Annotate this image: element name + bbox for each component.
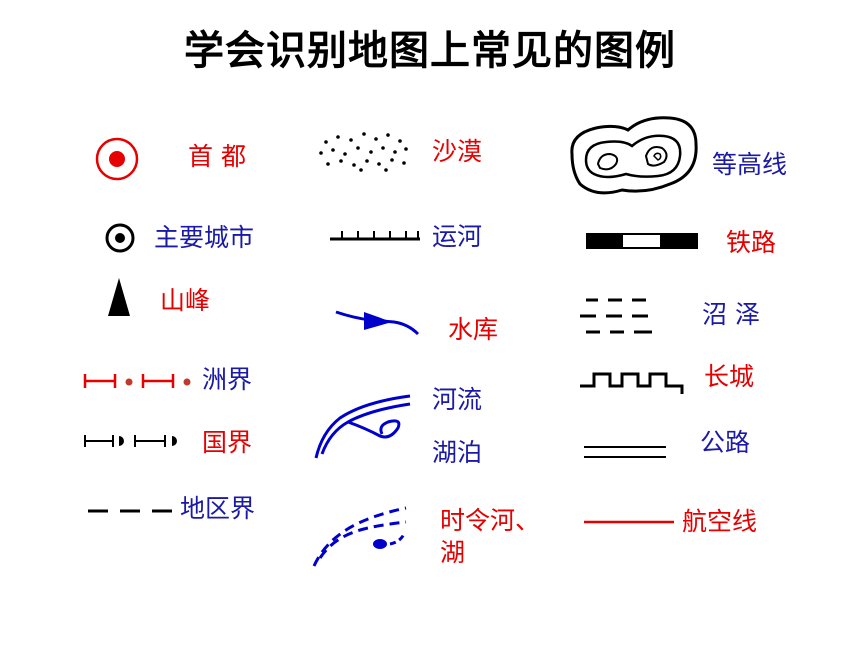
desert-icon (319, 132, 408, 172)
desert-label: 沙漠 (432, 137, 483, 166)
swamp-label: 沼 泽 (702, 300, 760, 329)
highway-icon (584, 446, 666, 458)
seasonal-river-icon (312, 506, 407, 567)
river-lake-icon (314, 394, 411, 459)
great-wall-label: 长城 (704, 362, 755, 391)
peak-icon (108, 278, 130, 316)
great-wall-icon (580, 372, 684, 394)
capital-icon (95, 137, 139, 181)
contour-icon (570, 116, 698, 195)
major-city-label: 主要城市 (154, 223, 255, 252)
reservoir-icon (335, 310, 420, 336)
railway-icon (586, 233, 698, 249)
seasonal-label-line1: 时令河、 (440, 506, 541, 535)
continent-boundary-icon (83, 374, 191, 388)
lake-label: 湖泊 (432, 438, 483, 467)
seasonal-label-line2: 湖 (440, 538, 466, 567)
major-city-icon (105, 223, 135, 253)
canal-label: 运河 (432, 222, 483, 251)
highway-label: 公路 (700, 428, 751, 457)
continent-boundary-label: 洲界 (202, 365, 253, 394)
page-title: 学会识别地图上常见的图例 (184, 28, 676, 74)
regional-boundary-icon (88, 509, 172, 513)
air-route-label: 航空线 (682, 507, 758, 536)
river-label: 河流 (432, 385, 483, 414)
peak-label: 山峰 (160, 286, 211, 315)
regional-boundary-label: 地区界 (180, 494, 256, 523)
national-boundary-icon (84, 435, 177, 447)
canal-icon (330, 231, 420, 241)
railway-label: 铁路 (726, 228, 777, 257)
swamp-icon (580, 298, 652, 334)
air-route-icon (584, 520, 674, 524)
contour-label: 等高线 (712, 150, 788, 179)
reservoir-label: 水库 (448, 315, 499, 344)
capital-label: 首 都 (188, 142, 246, 171)
national-boundary-label: 国界 (202, 428, 253, 457)
